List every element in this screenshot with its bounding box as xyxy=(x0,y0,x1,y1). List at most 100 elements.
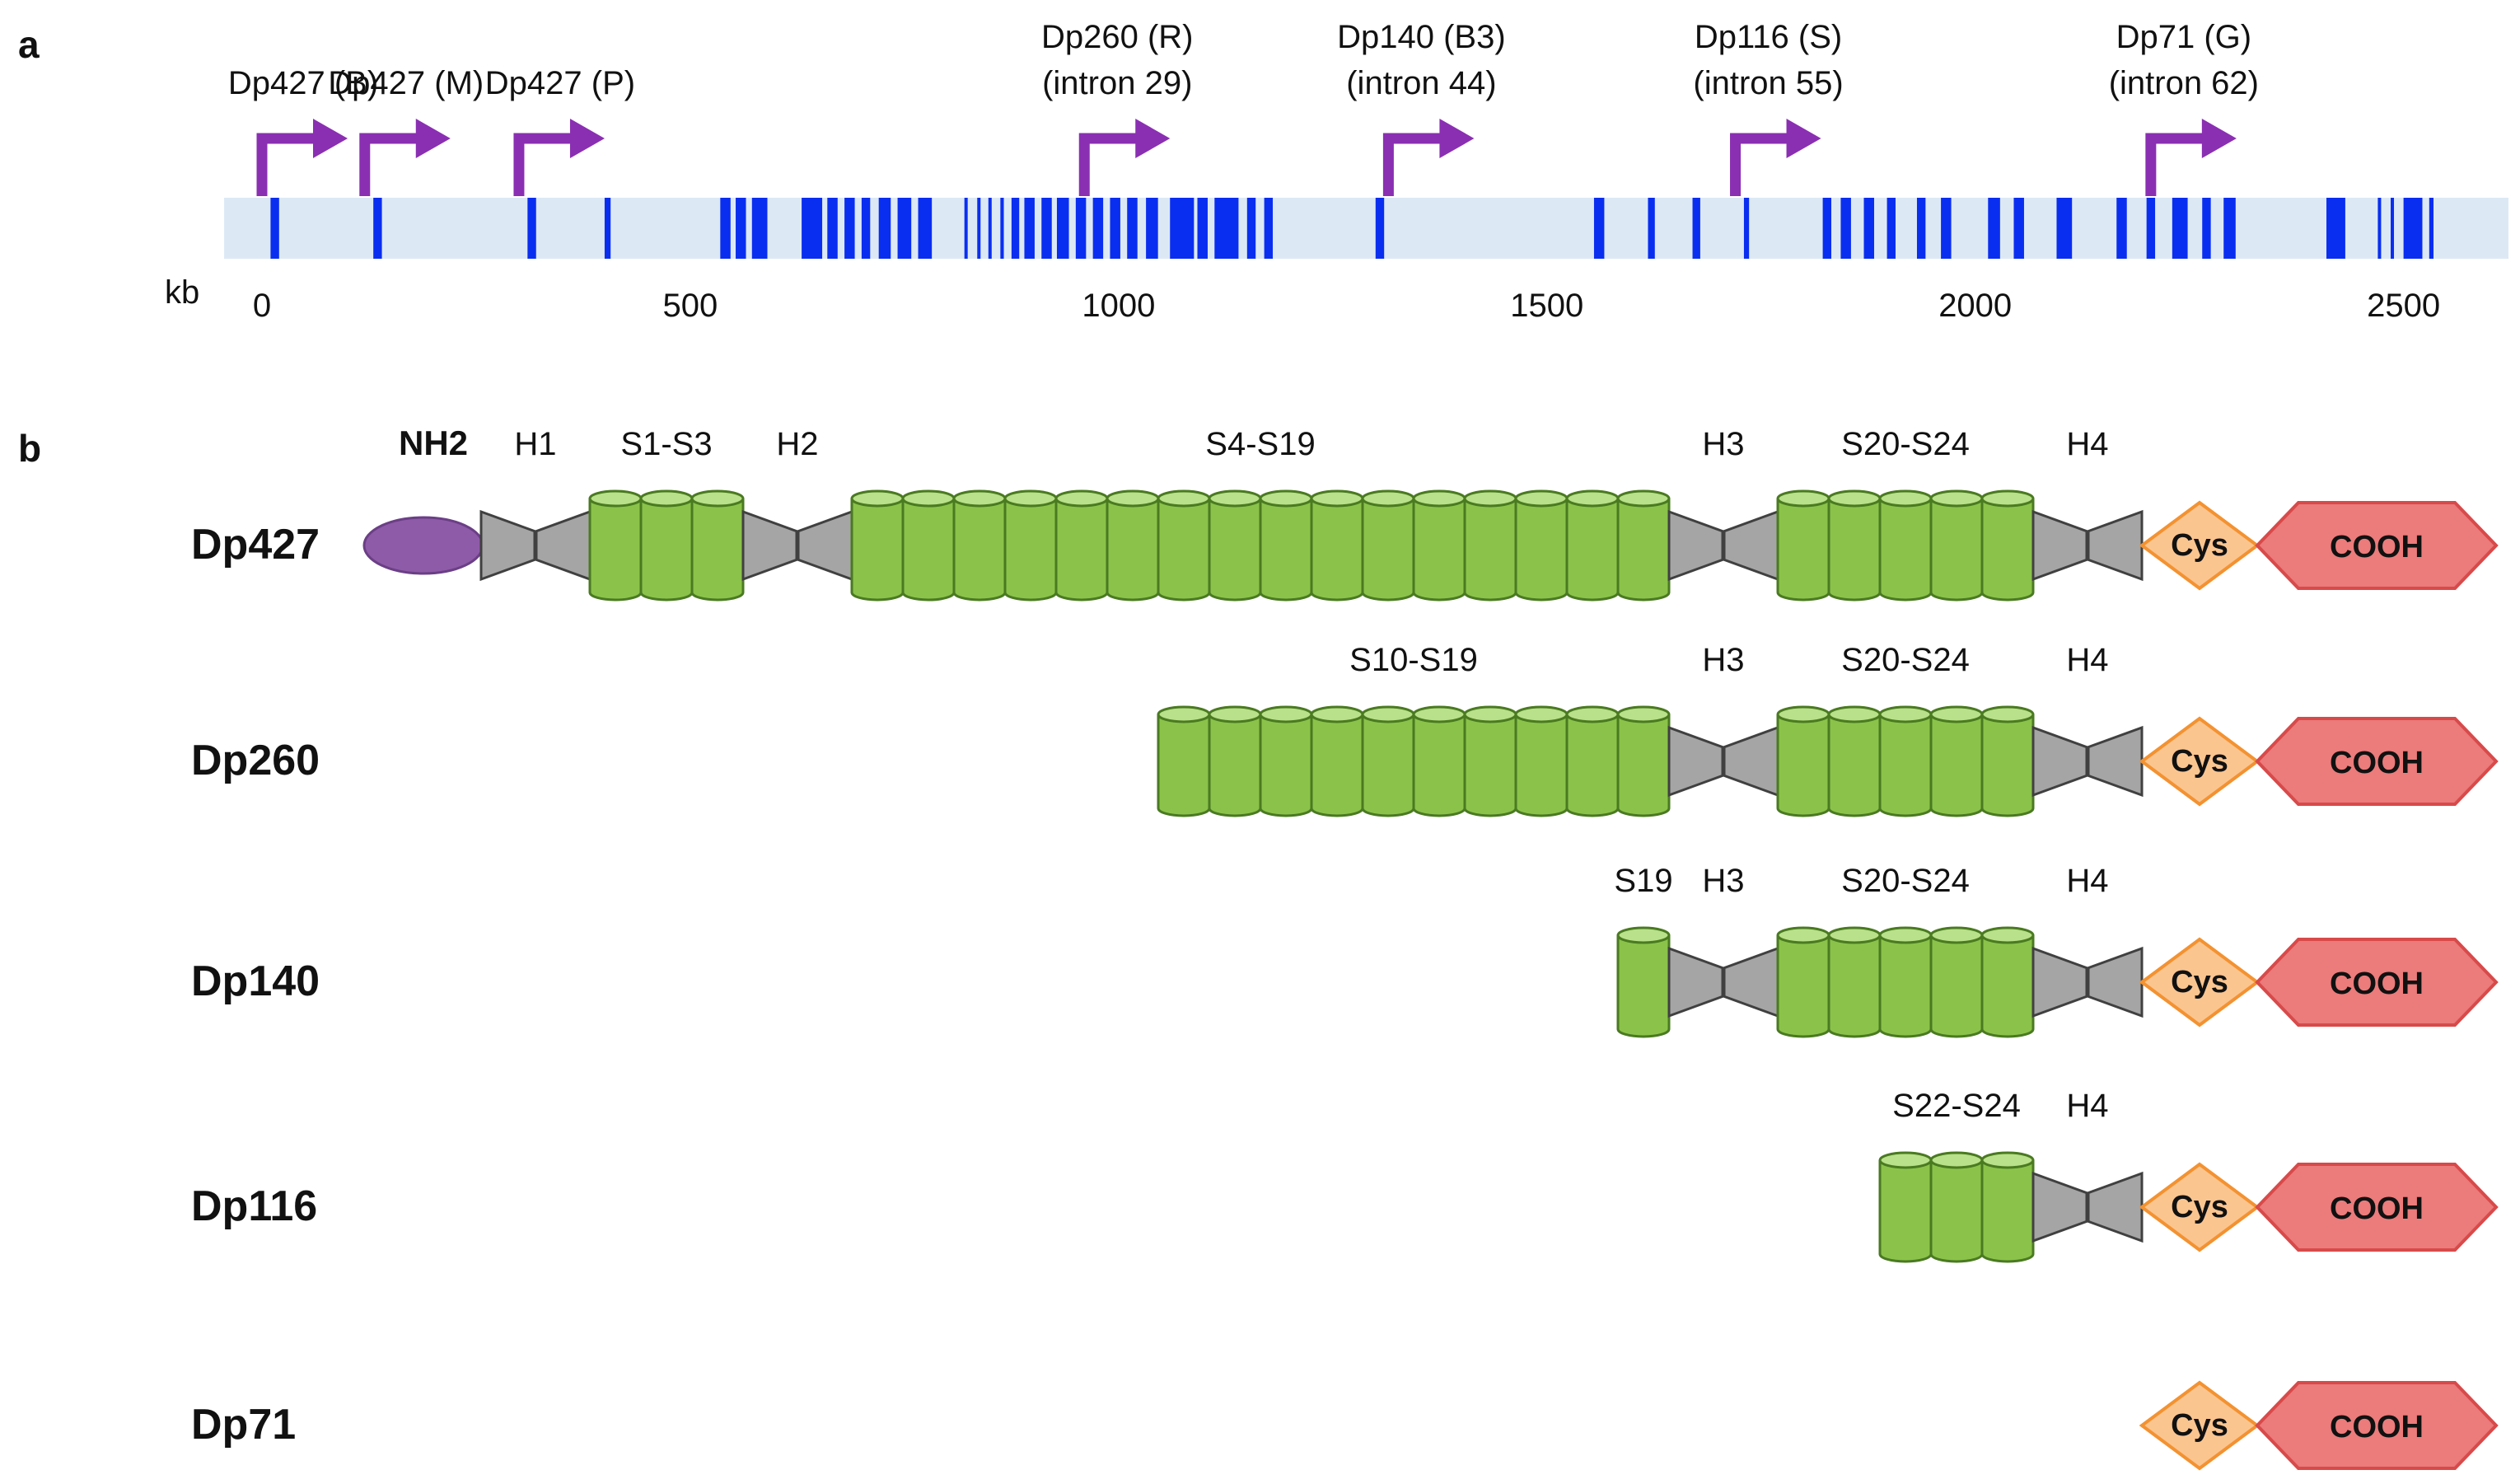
spectrin-repeat-top xyxy=(1616,705,1671,723)
exon-mark xyxy=(2013,198,2024,259)
cys-label: Cys xyxy=(2171,965,2228,999)
exon-mark xyxy=(1146,198,1158,259)
spectrin-repeat-top xyxy=(1878,926,1933,944)
exon-mark xyxy=(1056,198,1069,259)
panel-a-gene-map: a Dp427 (B)Dp427 (M)Dp427 (P)Dp260 (R)(i… xyxy=(18,19,2508,324)
spectrin-repeat-top xyxy=(1463,705,1517,723)
cys-domain: Cys xyxy=(2139,1380,2261,1471)
spectrin-repeat-top xyxy=(690,489,745,508)
spectrin-repeat xyxy=(1980,499,2035,602)
spectrin-repeat-top xyxy=(1878,1151,1933,1169)
exon-mark xyxy=(1214,198,1239,259)
domain-label: H3 xyxy=(1702,642,1744,678)
promoter-arrow: Dp427 (B) xyxy=(228,65,378,196)
cys-label: Cys xyxy=(2171,744,2228,779)
isoform-name: Dp260 xyxy=(191,737,320,784)
spectrin-repeat-top xyxy=(1463,489,1517,508)
spectrin-repeat xyxy=(1259,714,1313,817)
exon-mark xyxy=(988,198,992,259)
domain-label: H1 xyxy=(514,426,556,462)
spectrin-repeat-top xyxy=(1980,1151,2035,1169)
cooh-domain: COOH xyxy=(2255,1163,2499,1252)
promoter-arrow-head xyxy=(569,119,605,158)
cooh-hexagon xyxy=(2255,717,2499,806)
spectrin-repeat xyxy=(1412,499,1466,602)
promoter-label-intron: (intron 29) xyxy=(1042,65,1192,101)
exon-marks xyxy=(270,198,2434,259)
spectrin-repeat xyxy=(1980,1160,2035,1263)
spectrin-repeat-top xyxy=(639,489,694,508)
axis-tick-label: 2500 xyxy=(2367,288,2440,324)
cooh-label: COOH xyxy=(2330,967,2424,1001)
exon-mark xyxy=(2223,198,2236,259)
cooh-hexagon xyxy=(2255,938,2499,1027)
cooh-hexagon xyxy=(2255,501,2499,590)
promoter-arrows: Dp427 (B)Dp427 (M)Dp427 (P)Dp260 (R)(int… xyxy=(228,19,2259,196)
isoform-name: Dp71 xyxy=(191,1401,296,1449)
exon-mark xyxy=(2056,198,2073,259)
exon-mark xyxy=(1075,198,1087,259)
spectrin-repeat-top xyxy=(1776,926,1830,944)
spectrin-repeat xyxy=(1616,935,1671,1038)
spectrin-repeat-top xyxy=(1878,705,1933,723)
exon-mark xyxy=(2116,198,2127,259)
spectrin-repeat xyxy=(1878,714,1933,817)
spectrin-repeat-top xyxy=(1106,489,1160,508)
domain-label: S20-S24 xyxy=(1841,863,1970,899)
spectrin-repeat-top xyxy=(1259,489,1313,508)
promoter-arrow-shaft xyxy=(256,133,320,196)
spectrin-repeat xyxy=(1776,714,1830,817)
promoter-arrow: Dp427 (M) xyxy=(328,65,484,196)
promoter-label-intron: (intron 62) xyxy=(2109,65,2259,101)
exon-mark xyxy=(964,198,968,259)
promoter-arrow-head xyxy=(415,119,451,158)
isoform-name: Dp140 xyxy=(191,957,320,1005)
exon-mark xyxy=(1692,198,1700,259)
spectrin-repeat xyxy=(1514,714,1569,817)
spectrin-repeat xyxy=(1616,499,1671,602)
exon-mark xyxy=(827,198,838,259)
exon-mark xyxy=(1988,198,2000,259)
spectrin-repeat xyxy=(1361,499,1415,602)
exon-mark xyxy=(604,198,611,259)
promoter-arrow-shaft xyxy=(2145,133,2209,196)
spectrin-repeat xyxy=(1929,714,1984,817)
promoter-arrow-shaft xyxy=(1078,133,1143,196)
cys-label: Cys xyxy=(2171,1190,2228,1224)
exon-mark xyxy=(373,198,382,259)
promoter-arrow-shaft xyxy=(359,133,423,196)
promoter-arrow: Dp260 (R)(intron 29) xyxy=(1041,19,1194,196)
spectrin-repeat-top xyxy=(1878,489,1933,508)
spectrin-repeat xyxy=(1929,499,1984,602)
exon-mark xyxy=(1000,198,1004,259)
exon-mark xyxy=(2403,198,2423,259)
promoter-arrow-head xyxy=(2201,119,2237,158)
spectrin-repeat-top xyxy=(1157,489,1211,508)
cooh-label: COOH xyxy=(2330,1410,2424,1444)
exon-mark xyxy=(918,198,933,259)
exon-mark xyxy=(1916,198,1926,259)
spectrin-repeat xyxy=(1463,714,1517,817)
spectrin-repeat-top xyxy=(1310,489,1364,508)
spectrin-repeat xyxy=(690,499,745,602)
isoform-row: Dp71 Cys COOH xyxy=(191,1380,2499,1471)
promoter-arrow-head xyxy=(1135,119,1171,158)
spectrin-repeat-top xyxy=(1003,489,1058,508)
spectrin-repeat xyxy=(1208,499,1262,602)
spectrin-repeat-top xyxy=(1616,489,1671,508)
exon-mark xyxy=(844,198,855,259)
spectrin-repeat xyxy=(901,499,956,602)
exon-mark xyxy=(1197,198,1208,259)
promoter-arrow-head xyxy=(1786,119,1821,158)
spectrin-repeat xyxy=(1054,499,1109,602)
spectrin-repeat-top xyxy=(1565,489,1620,508)
cooh-domain: COOH xyxy=(2255,1381,2499,1470)
spectrin-repeat-top xyxy=(1054,489,1109,508)
exon-mark xyxy=(2202,198,2211,259)
promoter-label: Dp427 (B) xyxy=(228,65,378,101)
exon-mark xyxy=(527,198,536,259)
spectrin-repeat-top xyxy=(1929,1151,1984,1169)
